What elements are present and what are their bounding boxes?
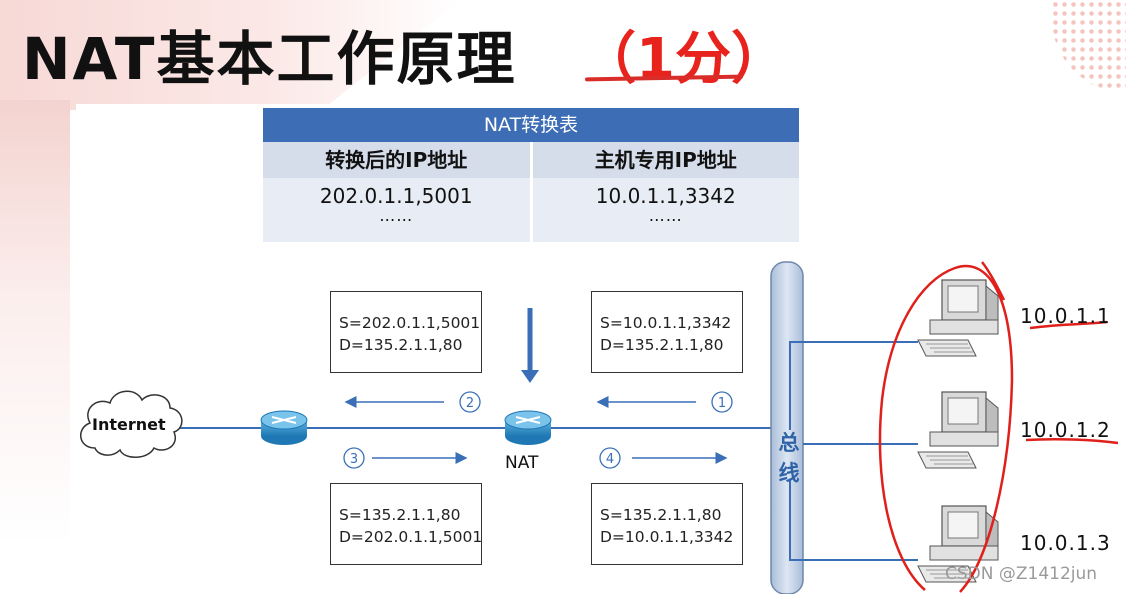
host-ip-3: 10.0.1.3 [1020, 531, 1111, 555]
packet-box: S=10.0.1.1,3342 D=135.2.1.1,80 [591, 291, 743, 373]
nat-router-icon [505, 411, 551, 445]
host-ip-2: 10.0.1.2 [1020, 418, 1111, 442]
packet-source: S=135.2.1.1,80 [339, 504, 481, 526]
svg-text:1: 1 [718, 396, 726, 411]
packet-destination: D=135.2.1.1,80 [339, 334, 481, 356]
svg-text:2: 2 [466, 396, 474, 411]
step-4-marker: 4 [600, 448, 620, 468]
packet-source: S=10.0.1.1,3342 [600, 312, 742, 334]
internet-label: Internet [92, 415, 166, 434]
svg-text:3: 3 [350, 452, 358, 467]
host-ip-1: 10.0.1.1 [1020, 304, 1111, 328]
watermark: CSDN @Z1412jun [945, 564, 1097, 584]
packet-box: S=202.0.1.1,5001 D=135.2.1.1,80 [330, 291, 482, 373]
packet-source: S=135.2.1.1,80 [600, 504, 742, 526]
nat-label: NAT [505, 453, 538, 473]
link-bus-host-1 [790, 342, 918, 430]
down-arrow-head [521, 370, 539, 383]
router-icon [261, 411, 307, 445]
bus-label: 总线 [777, 428, 801, 488]
packet-box: S=135.2.1.1,80 D=10.0.1.1,3342 [591, 483, 743, 565]
step-1-marker: 1 [712, 392, 732, 412]
svg-text:4: 4 [606, 452, 614, 467]
computer-icon [918, 280, 998, 356]
packet-destination: D=202.0.1.1,5001 [339, 526, 481, 548]
packet-destination: D=135.2.1.1,80 [600, 334, 742, 356]
computer-icon [918, 392, 998, 468]
packet-source: S=202.0.1.1,5001 [339, 312, 481, 334]
packet-destination: D=10.0.1.1,3342 [600, 526, 742, 548]
step-3-marker: 3 [344, 448, 364, 468]
step-2-marker: 2 [460, 392, 480, 412]
packet-box: S=135.2.1.1,80 D=202.0.1.1,5001 [330, 483, 482, 565]
